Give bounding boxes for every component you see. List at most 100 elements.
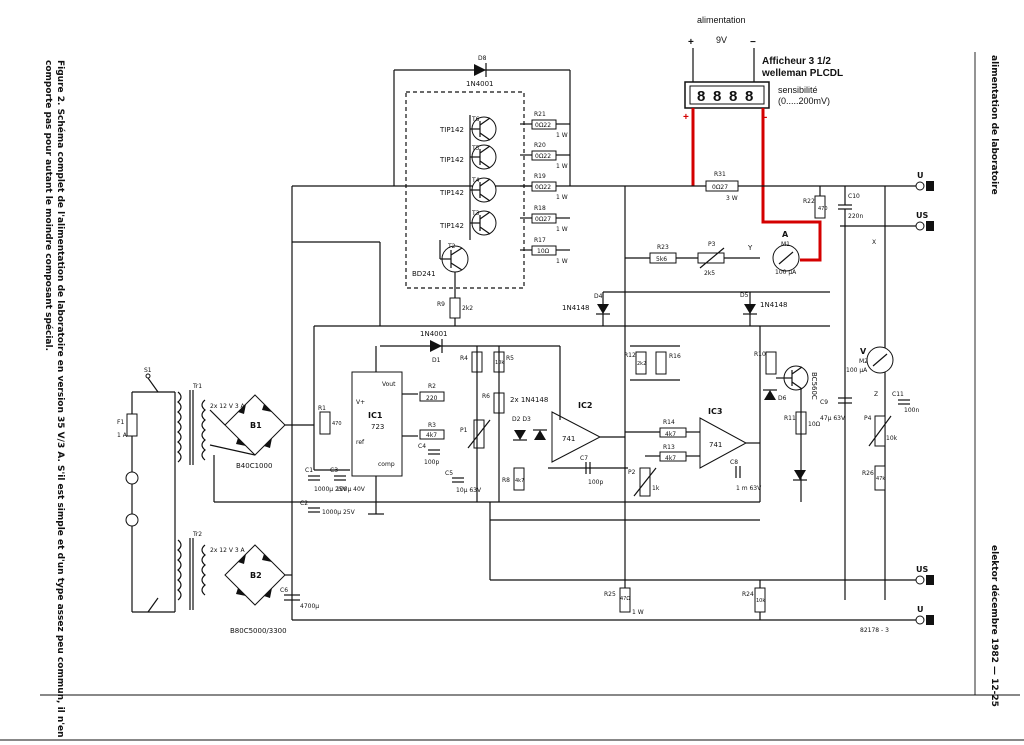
svg-text:4k7: 4k7	[665, 431, 676, 438]
resistor-r20	[520, 150, 570, 161]
d8-type: 1N4001	[466, 80, 494, 88]
resistor-r3	[419, 429, 445, 440]
svg-text:R13: R13	[663, 444, 675, 451]
ic1-723: IC1 723 V+ Vout ref comp	[351, 371, 403, 477]
svg-text:F1: F1	[117, 419, 124, 426]
output-us-bottom-plug	[926, 575, 934, 585]
svg-text:1000µ 25V: 1000µ 25V	[322, 509, 356, 516]
svg-text:B2: B2	[250, 571, 262, 580]
diode-d5	[743, 304, 757, 315]
output-u-plug	[926, 181, 934, 191]
d5-type: 1N4148	[760, 301, 788, 309]
svg-text:1 W: 1 W	[556, 163, 568, 170]
svg-text:R2: R2	[428, 383, 436, 390]
svg-text:0Ω22: 0Ω22	[535, 153, 551, 160]
svg-text:10Ω: 10Ω	[808, 421, 821, 428]
svg-text:alimentation de laboratoire: alimentation de laboratoire	[989, 55, 999, 195]
switch-s1[interactable]	[145, 373, 159, 393]
capacitor-c5	[452, 477, 464, 483]
svg-text:V: V	[860, 347, 867, 356]
pot-p3[interactable]	[697, 247, 725, 269]
resistor-r16	[655, 351, 667, 375]
svg-text:1 W: 1 W	[556, 194, 568, 201]
output-u-terminal[interactable]	[915, 181, 925, 191]
display-digit-2: 8	[713, 88, 721, 105]
svg-text:1 m 63V: 1 m 63V	[736, 485, 762, 492]
svg-text:C4: C4	[418, 443, 426, 450]
ic3-opamp: 741	[699, 417, 748, 469]
output-us-terminal[interactable]	[915, 221, 925, 231]
svg-text:A: A	[782, 230, 789, 239]
svg-text:100µ 40V: 100µ 40V	[336, 486, 366, 493]
pot-p1[interactable]	[467, 419, 491, 449]
svg-text:D8: D8	[478, 55, 487, 62]
svg-text:R8: R8	[502, 477, 510, 484]
svg-text:100 µA: 100 µA	[775, 269, 797, 276]
svg-text:R18: R18	[534, 205, 546, 212]
resistor-r2	[419, 391, 445, 402]
ic2-opamp: 741	[551, 411, 602, 463]
capacitor-c1	[308, 475, 320, 481]
resistor-r17	[520, 245, 570, 256]
svg-text:1000µ 25V: 1000µ 25V	[314, 486, 348, 493]
output-u-bottom-terminal[interactable]	[915, 615, 925, 625]
d4-type: 1N4148	[562, 304, 590, 312]
svg-text:C3: C3	[330, 467, 338, 474]
led-indicator	[793, 470, 807, 481]
svg-text:100p: 100p	[424, 459, 439, 466]
svg-text:C5: C5	[445, 470, 453, 477]
output-us-label: US	[916, 211, 928, 220]
t7-type: BC560C	[810, 372, 818, 400]
pot-p2[interactable]	[633, 467, 657, 497]
node-x: X	[872, 239, 876, 246]
svg-text:D5: D5	[740, 292, 749, 299]
transistor-t2	[440, 245, 469, 273]
svg-text:D6: D6	[778, 395, 787, 402]
svg-text:P1: P1	[460, 427, 468, 434]
transformer-tr2	[177, 538, 206, 610]
svg-text:T5: T5	[471, 145, 480, 152]
svg-text:R24: R24	[742, 591, 754, 598]
t3-type: TIP142	[439, 222, 464, 230]
svg-text:C1: C1	[305, 467, 313, 474]
svg-text:723: 723	[371, 423, 384, 431]
output-us-bottom-terminal[interactable]	[915, 575, 925, 585]
svg-text:R17: R17	[534, 237, 546, 244]
bridge-b2	[224, 544, 286, 606]
svg-text:10k: 10k	[886, 435, 898, 442]
node-y: Y	[747, 244, 753, 252]
svg-text:C6: C6	[280, 587, 288, 594]
svg-text:ref: ref	[356, 439, 365, 446]
svg-text:4700µ: 4700µ	[300, 603, 319, 610]
svg-text:10k: 10k	[756, 598, 765, 604]
svg-text:R31: R31	[714, 171, 726, 178]
t6-type: TIP142	[439, 126, 464, 134]
display-digit-1: 8	[697, 88, 705, 105]
d1-type: 1N4001	[420, 330, 448, 338]
svg-text:C9: C9	[820, 399, 828, 406]
svg-text:1 W: 1 W	[556, 226, 568, 233]
svg-text:2k2: 2k2	[637, 361, 646, 367]
ammeter-m1	[772, 244, 800, 272]
svg-text:1 W: 1 W	[632, 609, 644, 616]
svg-text:M2: M2	[859, 358, 868, 365]
resistor-r24	[754, 587, 766, 613]
svg-text:1k: 1k	[652, 485, 660, 492]
svg-text:T3: T3	[471, 210, 480, 217]
svg-text:C7: C7	[580, 455, 588, 462]
switch-s1-b[interactable]	[147, 597, 159, 613]
svg-text:1 W: 1 W	[556, 258, 568, 265]
svg-text:C11: C11	[892, 391, 904, 398]
mains-plug-2	[125, 513, 139, 527]
resistor-r31	[705, 180, 739, 192]
svg-text:R14: R14	[663, 419, 675, 426]
transistor-t6	[470, 116, 497, 142]
svg-text:T6: T6	[471, 116, 480, 123]
svg-text:R26: R26	[862, 470, 874, 477]
pot-p4[interactable]	[868, 415, 892, 447]
mains-plug-1	[125, 471, 139, 485]
svg-text:47k: 47k	[876, 476, 885, 482]
supply-voltage: 9V	[716, 35, 727, 45]
svg-text:comp: comp	[378, 461, 395, 468]
